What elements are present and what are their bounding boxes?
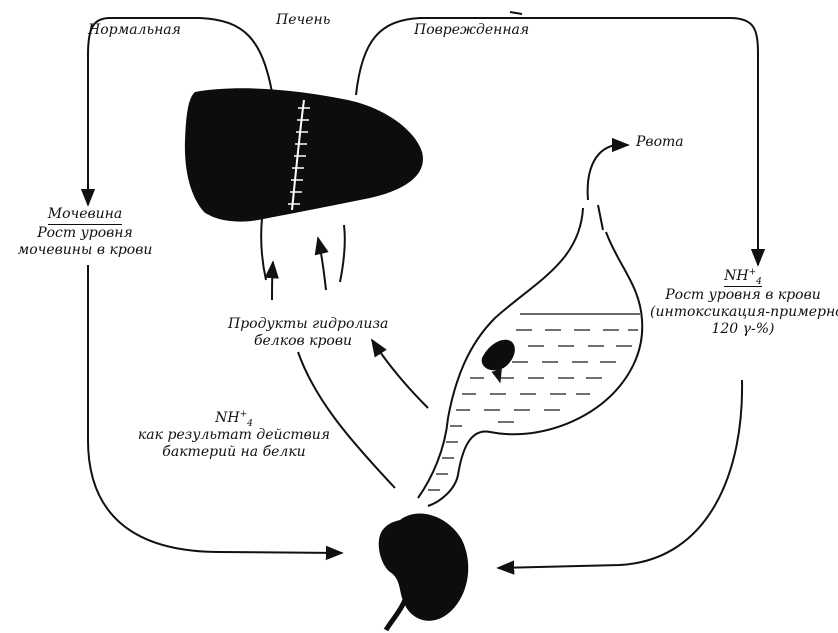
intestine-shape <box>379 514 469 621</box>
arrow-urea-to-intestine <box>88 265 342 553</box>
label-urea: Мочевина <box>48 206 123 225</box>
label-liver: Печень <box>276 12 330 29</box>
label-normal: Нормальная <box>88 22 181 39</box>
label-nh4-right-group: NH+4 Рост уровня в крови (интоксикация-п… <box>650 268 836 338</box>
label-damaged: Поврежденная <box>414 22 529 39</box>
portal-channel-right <box>340 225 345 282</box>
label-nh4-right: NH+4 <box>724 268 762 287</box>
decorative-dash <box>510 12 522 14</box>
label-hydrolysis-group: Продукты гидролиза белков крови <box>228 316 378 350</box>
arrow-products-to-liver-2 <box>318 238 326 290</box>
label-nh4-left: NH+4 <box>215 410 253 426</box>
esophagus-right <box>598 205 603 230</box>
stomach-outline-outer <box>428 232 642 506</box>
label-right-line3: 120 γ-%) <box>711 321 774 337</box>
portal-channel-left <box>261 218 266 280</box>
label-urea-group: Мочевина Рост уровня мочевины в крови <box>10 206 160 259</box>
label-hydrolysis-line1: Продукты гидролиза <box>228 316 388 332</box>
label-vomit: Рвота <box>636 134 684 151</box>
label-bacteria-line2: бактерий на белки <box>162 444 305 460</box>
label-bacteria-line1: как результат действия <box>138 427 330 443</box>
label-bacteria-group: NH+4 как результат действия бактерий на … <box>134 410 334 461</box>
label-hydrolysis-line2: белков крови <box>254 333 352 349</box>
arrow-stomach-to-products <box>372 340 428 408</box>
intestine-tail <box>386 600 405 630</box>
label-right-line2: (интоксикация-примерно <box>650 304 838 320</box>
label-urea-line2: мочевины в крови <box>18 242 153 258</box>
arrow-nh4-to-intestine <box>498 380 742 568</box>
arrow-products-to-liver-1 <box>272 262 273 300</box>
label-urea-line1: Рост уровня <box>37 225 133 241</box>
bleeding-arrow <box>496 368 500 382</box>
arrow-vomit <box>588 145 628 200</box>
label-right-line1: Рост уровня в крови <box>665 287 821 303</box>
bleeding-spot <box>482 340 515 371</box>
